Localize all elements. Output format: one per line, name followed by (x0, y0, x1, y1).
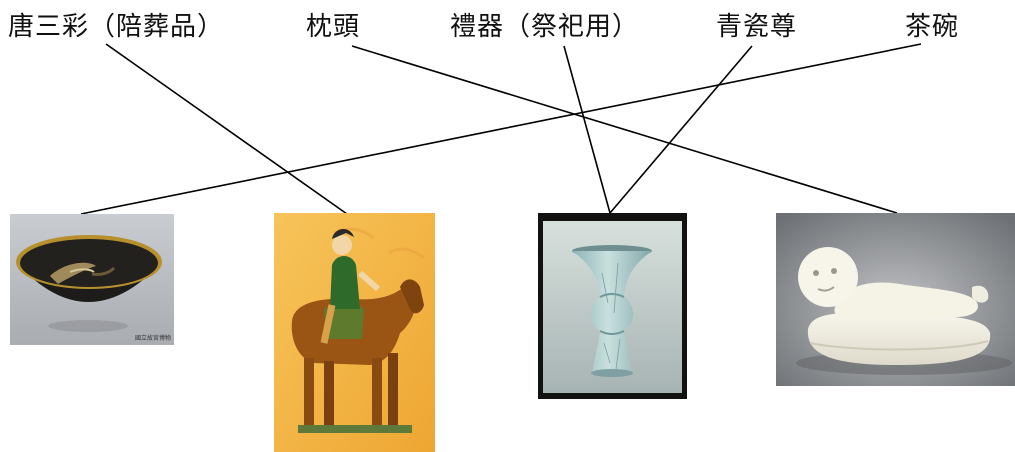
line-tang-sancai-to-horse (105, 43, 348, 215)
tea-bowl-photo: 國立故宮博物 (10, 214, 174, 345)
celadon-zun-illustration (538, 213, 687, 399)
label-tang-sancai: 唐三彩（陪葬品） (8, 12, 225, 42)
label-tea-bowl: 茶碗 (905, 12, 960, 42)
line-pillow-to-child-pillow (351, 45, 898, 214)
line-tea-bowl-to-bowl (80, 43, 922, 215)
line-celadon-zun-to-vase (609, 45, 753, 214)
tang-sancai-horse-illustration (274, 213, 435, 452)
celadon-vase-photo (538, 213, 687, 399)
horse-rider-photo (274, 213, 435, 452)
line-ritual-vessel-to-vase (563, 45, 611, 214)
label-celadon-zun: 青瓷尊 (716, 12, 798, 42)
tea-bowl-illustration (10, 214, 174, 345)
label-ritual-vessel: 禮器（祭祀用） (450, 12, 640, 42)
label-pillow: 枕頭 (306, 12, 361, 42)
child-pillow-photo (776, 213, 1015, 386)
tea-bowl-stamp: 國立故宮博物 (134, 335, 171, 342)
child-pillow-illustration (776, 213, 1015, 386)
